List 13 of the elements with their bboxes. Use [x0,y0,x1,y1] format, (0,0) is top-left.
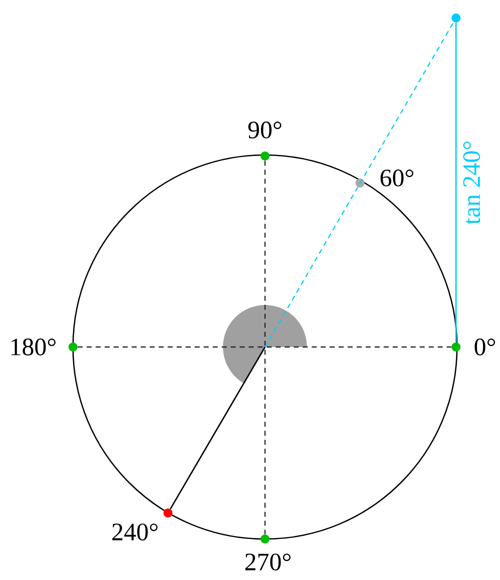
line [264,22,454,348]
angle-label: 60° [380,170,414,186]
angle-label: 90° [248,122,282,138]
line [78,346,452,348]
angle-label: 270° [245,554,291,570]
angle-label: 0° [474,338,496,356]
edge-label: tan 240° [460,137,484,228]
line [170,346,266,510]
line [455,22,457,342]
line [264,160,266,534]
angle-label: 180° [11,338,56,356]
angle-label: 240° [112,524,158,540]
point-marker [452,14,460,22]
